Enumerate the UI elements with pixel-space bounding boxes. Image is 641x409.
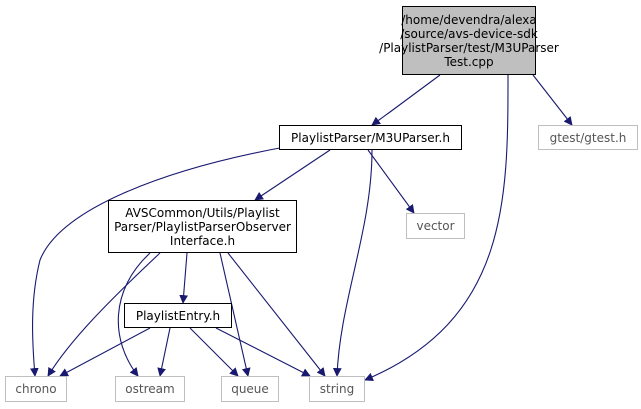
node-label-line: Test.cpp	[444, 54, 494, 69]
node-label-line: PlaylistEntry.h	[135, 308, 221, 323]
node-label: gtest/gtest.h	[550, 131, 627, 145]
node-label-line: /source/avs-device-sdk	[400, 26, 538, 41]
edge-observer-h-to-playlist-entry-h	[179, 252, 189, 304]
node-label-line: gtest/gtest.h	[549, 130, 627, 145]
edge-observer-h-to-queue	[219, 252, 251, 377]
node-label-line: Parser/PlaylistParserObserver	[114, 219, 291, 234]
node-playlist-entry-h[interactable]: PlaylistEntry.h	[124, 303, 232, 328]
node-m3u-parser-test-cpp[interactable]: /home/devendra/alexa/source/avs-device-s…	[379, 6, 559, 75]
edge-observer-h-to-ostream	[117, 252, 151, 377]
edge-m3u-parser-h-to-vector	[367, 149, 415, 214]
node-label: /home/devendra/alexa/source/avs-device-s…	[379, 13, 559, 69]
edge-m3u-parser-h-to-observer-h	[254, 149, 331, 201]
node-label-line: string	[319, 382, 355, 396]
edge-m3u-test-to-string	[364, 74, 509, 381]
node-label-line: /PlaylistParser/test/M3UParser	[379, 40, 559, 55]
node-ostream[interactable]: ostream	[115, 376, 185, 402]
edge-playlist-entry-h-to-ostream	[157, 327, 171, 377]
node-label-line: AVSCommon/Utils/Playlist	[125, 205, 280, 220]
node-chrono[interactable]: chrono	[5, 376, 67, 402]
edge-observer-h-to-chrono	[47, 252, 161, 377]
edge-m3u-test-to-gtest-h	[532, 74, 573, 126]
node-label-line: /home/devendra/alexa	[401, 12, 537, 27]
node-label-line: vector	[416, 219, 455, 233]
node-queue[interactable]: queue	[221, 376, 279, 402]
edge-m3u-parser-h-to-chrono	[29, 146, 286, 377]
node-m3u-parser-h[interactable]: PlaylistParser/M3UParser.h	[279, 125, 462, 150]
node-label-line: queue	[231, 382, 269, 396]
node-string[interactable]: string	[309, 376, 365, 402]
node-label-line: PlaylistParser/M3UParser.h	[291, 130, 450, 145]
node-label-line: Interface.h	[169, 233, 236, 248]
node-label-line: ostream	[125, 382, 175, 396]
edge-observer-h-to-string	[227, 252, 326, 377]
edge-m3u-test-to-m3u-parser-h	[371, 74, 441, 126]
node-label: string	[320, 382, 354, 396]
node-label-line: chrono	[15, 382, 57, 396]
node-label: PlaylistEntry.h	[136, 309, 220, 323]
node-label: chrono	[15, 382, 56, 396]
node-vector[interactable]: vector	[406, 213, 465, 239]
edge-playlist-entry-h-to-queue	[189, 327, 239, 377]
node-label: PlaylistParser/M3UParser.h	[291, 131, 450, 145]
node-label: queue	[231, 382, 269, 396]
edge-playlist-entry-h-to-chrono	[59, 327, 151, 377]
edge-m3u-parser-h-to-string	[332, 149, 373, 377]
node-gtest-h[interactable]: gtest/gtest.h	[538, 125, 638, 150]
node-label: ostream	[125, 382, 174, 396]
edge-playlist-entry-h-to-string	[215, 327, 311, 377]
node-label: vector	[416, 219, 454, 233]
